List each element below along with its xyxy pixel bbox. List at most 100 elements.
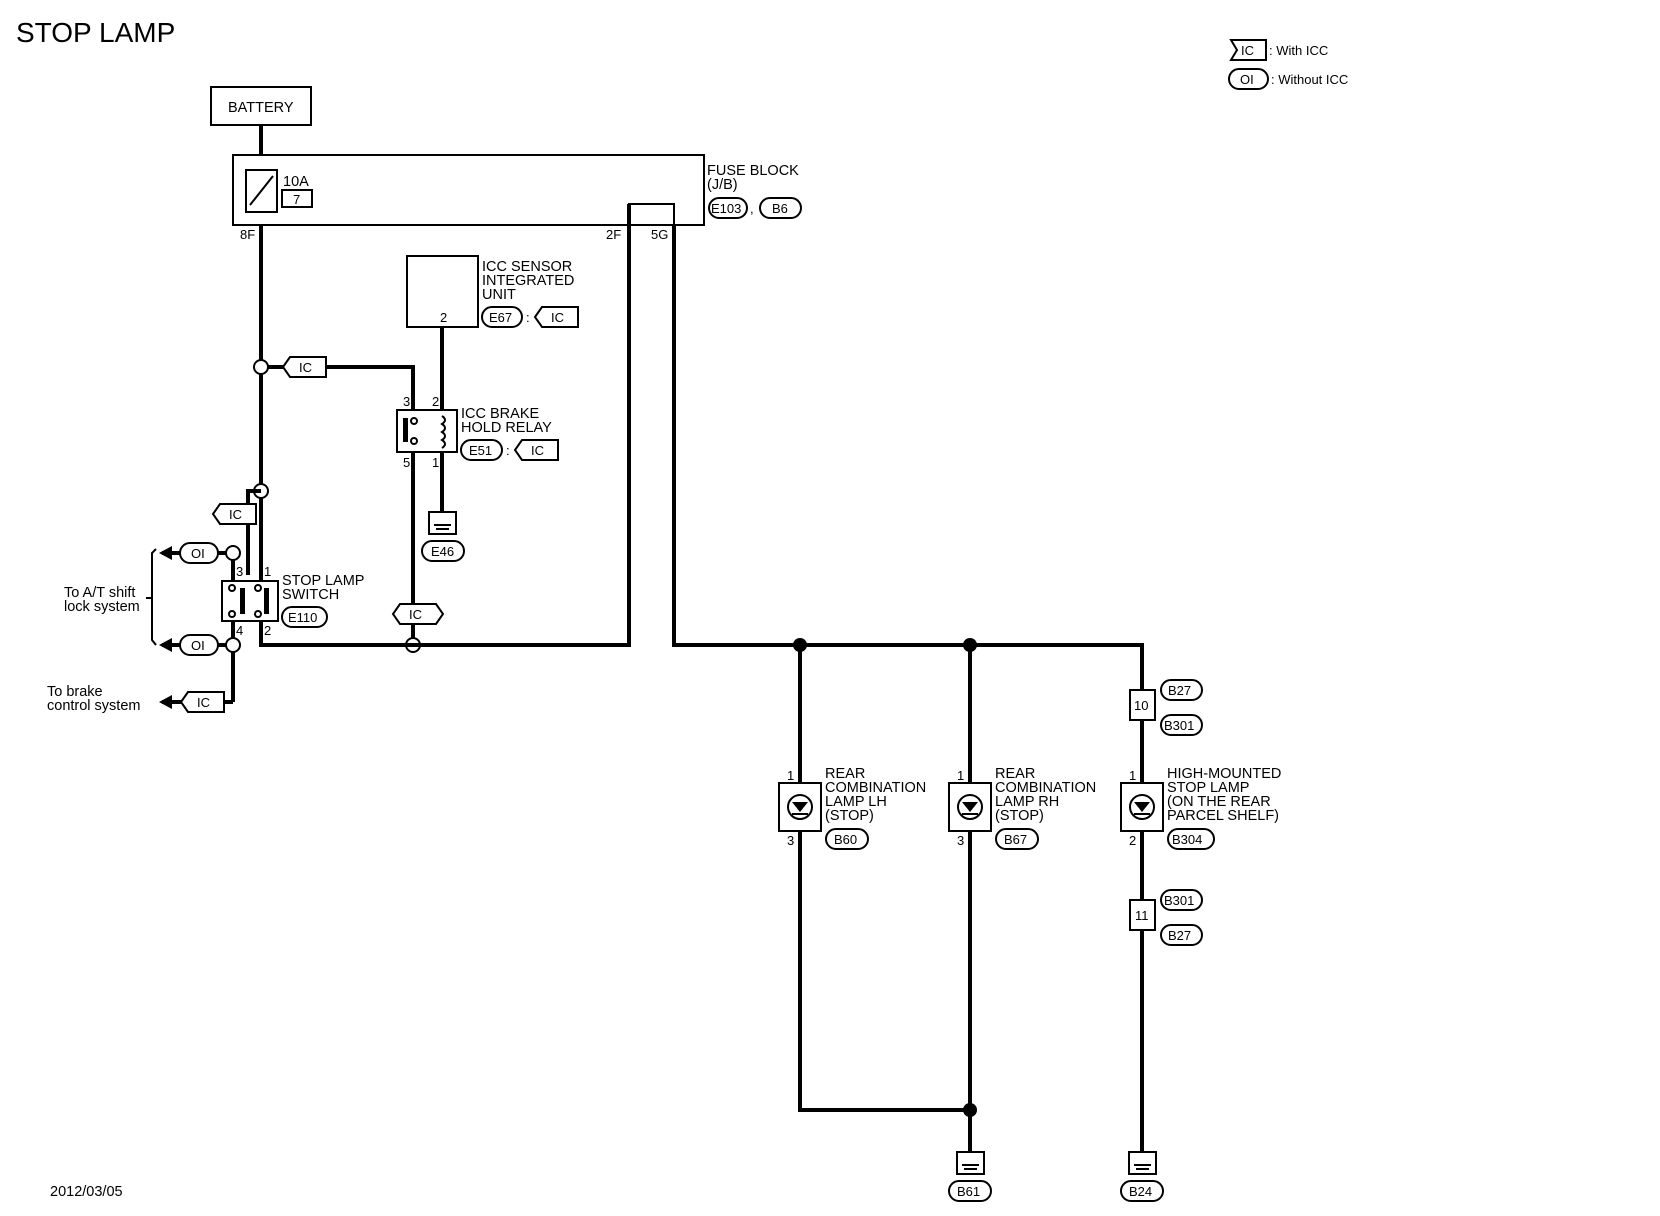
relay-coil [440,415,446,449]
connector-e103 [708,197,748,219]
tag-ic-relay [513,439,559,461]
svg-text::: : [526,310,530,325]
svg-text:IC: IC [299,360,312,375]
relay-contact [403,418,408,442]
wire-lamp-lh-ground [798,831,970,1112]
connector-b27-lower [1160,924,1203,946]
svg-text:PARCEL SHELF): PARCEL SHELF) [1167,808,1279,824]
fuse-rating: 10A [283,174,309,190]
svg-text:3: 3 [957,833,964,848]
connector-b6 [759,197,802,219]
svg-text:UNIT: UNIT [482,287,516,303]
svg-text:E110: E110 [288,610,317,625]
svg-text:LAMP LH: LAMP LH [825,794,887,810]
connector-b61 [948,1180,992,1202]
battery-label: BATTERY [228,100,294,116]
tag-ic-upper [281,356,327,378]
svg-text:B67: B67 [1004,832,1027,847]
connector-b301-upper [1160,714,1203,736]
ground-b24-symbol [1128,1151,1157,1175]
svg-text:B301: B301 [1164,718,1194,733]
fuse-number-box [281,189,313,208]
svg-text:1: 1 [432,455,439,470]
fuse-block-sublabel: (J/B) [707,177,738,193]
brace-at-shift [151,548,157,646]
svg-text:IC: IC [229,507,242,522]
legend-oi-text: : Without ICC [1271,72,1348,87]
brake-relay-label: ICC BRAKE [461,406,539,422]
connector-b67 [995,828,1039,850]
splice-ic-upper [253,359,269,375]
svg-text:E46: E46 [431,544,454,559]
svg-text:OI: OI [1240,72,1254,87]
svg-text:4: 4 [236,623,243,638]
lamp-lh-label: REAR [825,766,865,782]
legend-ic-text: : With ICC [1269,43,1328,58]
svg-text:(STOP): (STOP) [825,808,874,824]
svg-text:3: 3 [787,833,794,848]
svg-text:2: 2 [440,310,447,325]
arrow-oi-upper [159,546,172,560]
svg-text:B304: B304 [1172,832,1202,847]
arrow-oi-lower [159,638,172,652]
tag-ic-sensor [533,306,579,328]
svg-text:IC: IC [1241,43,1254,58]
fuse-number: 7 [293,192,300,207]
wire-5g-bus [672,225,1144,690]
ground-b61-symbol [956,1151,985,1175]
svg-text:OI: OI [191,546,205,561]
fuse-block-label: FUSE BLOCK [707,163,799,179]
svg-text:OI: OI [191,638,205,653]
svg-text:control system: control system [47,698,140,714]
svg-text:B61: B61 [957,1184,980,1199]
svg-text:5: 5 [403,455,410,470]
svg-text:1: 1 [1129,768,1136,783]
svg-text:(ON THE REAR: (ON THE REAR [1167,794,1271,810]
svg-text:B27: B27 [1168,683,1191,698]
svg-text:LAMP RH: LAMP RH [995,794,1059,810]
icc-sensor-label: ICC SENSOR [482,259,572,275]
legend-oi-tag [1228,68,1269,90]
svg-text:,: , [750,201,754,216]
svg-text:B24: B24 [1129,1184,1152,1199]
svg-text:3: 3 [236,564,243,579]
svg-text:COMBINATION: COMBINATION [825,780,926,796]
svg-text:2: 2 [432,394,439,409]
tag-ic-relay-line [391,603,445,625]
tag-oi-upper [179,542,219,564]
svg-text:10: 10 [1134,698,1148,713]
pin-2f: 2F [606,227,621,242]
svg-text:2: 2 [1129,833,1136,848]
svg-text:E51: E51 [469,443,492,458]
connector-b27-upper [1160,679,1203,701]
svg-text:11: 11 [1135,908,1149,923]
tag-ic-switch [211,503,257,525]
label-to-at-shift: To A/T shift [64,585,135,601]
svg-text:B27: B27 [1168,928,1191,943]
fuse-block-output-box [628,203,675,226]
tag-oi-lower [179,634,219,656]
diagram-title: STOP LAMP [16,17,175,48]
connector-e67 [481,306,523,328]
svg-text:E103: E103 [711,201,741,216]
svg-text:B6: B6 [772,201,788,216]
splice-switch-4 [225,637,241,653]
connector-b60 [825,828,869,850]
splice-switch-3 [225,545,241,561]
ground-e46-symbol [428,511,457,535]
svg-text:B301: B301 [1164,893,1194,908]
pin-5g: 5G [651,227,668,242]
svg-text:1: 1 [264,564,271,579]
svg-text:STOP LAMP: STOP LAMP [1167,780,1249,796]
svg-text:INTEGRATED: INTEGRATED [482,273,574,289]
diagram-date: 2012/03/05 [50,1184,123,1200]
connector-e51 [460,439,503,461]
svg-text::: : [506,443,510,458]
arrow-to-brake [159,695,172,709]
junction-ground [963,1103,977,1117]
svg-text:1: 1 [787,768,794,783]
label-to-brake: To brake [47,684,103,700]
legend-ic-tag [1229,39,1267,61]
connector-e46 [421,540,465,562]
